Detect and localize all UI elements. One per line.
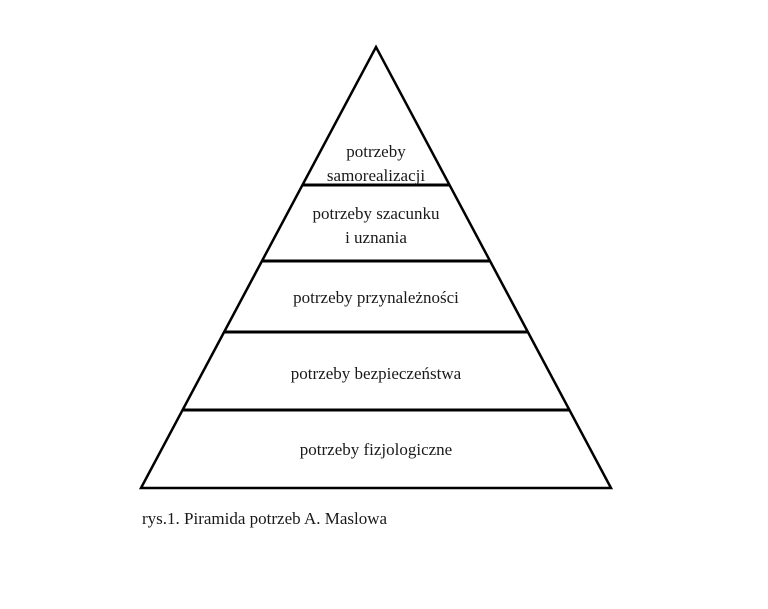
level-label-self-actualization-line-2: samorealizacji bbox=[327, 166, 425, 185]
level-label-safety-line-1: potrzeby bezpieczeństwa bbox=[291, 364, 462, 383]
level-belonging: potrzeby przynależności bbox=[293, 288, 459, 307]
level-self-actualization: potrzeby samorealizacji bbox=[327, 142, 425, 185]
figure-caption: rys.1. Piramida potrzeb A. Maslowa bbox=[142, 509, 388, 528]
level-label-self-actualization-line-1: potrzeby bbox=[346, 142, 406, 161]
pyramid-outline bbox=[138, 44, 614, 490]
level-label-physiological-line-1: potrzeby fizjologiczne bbox=[300, 440, 452, 459]
level-safety: potrzeby bezpieczeństwa bbox=[291, 364, 462, 383]
level-label-esteem-line-1: potrzeby szacunku bbox=[313, 204, 440, 223]
level-label-belonging-line-1: potrzeby przynależności bbox=[293, 288, 459, 307]
level-esteem: potrzeby szacunku i uznania bbox=[313, 204, 440, 247]
level-label-esteem-line-2: i uznania bbox=[345, 228, 407, 247]
level-physiological: potrzeby fizjologiczne bbox=[300, 440, 452, 459]
